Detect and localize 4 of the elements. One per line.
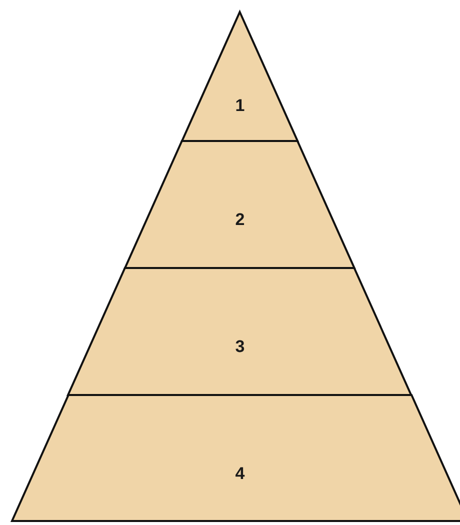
level-number: 2 — [235, 210, 245, 230]
level-number: 1 — [235, 96, 245, 116]
level-number: 3 — [235, 337, 245, 357]
level-number: 4 — [235, 464, 245, 484]
